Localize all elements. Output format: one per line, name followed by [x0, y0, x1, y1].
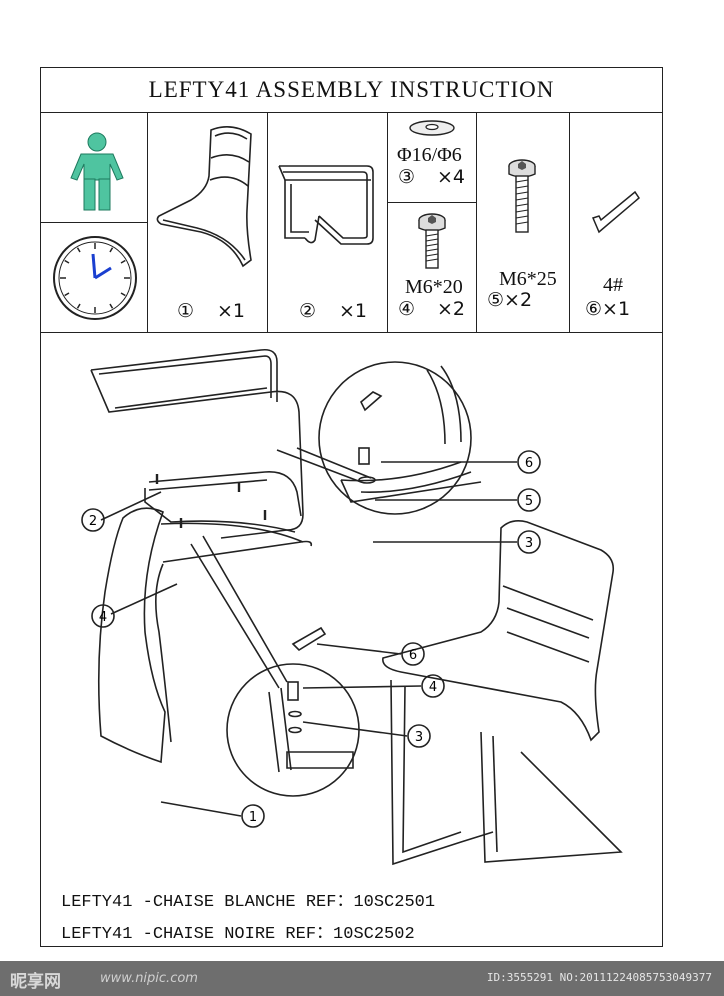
part1-number: ① — [177, 300, 195, 322]
reference-black: LEFTY41 -CHAISE NOIRE REF：10SC2502 — [61, 925, 415, 944]
part5-spec: M6*25 — [499, 268, 557, 290]
callout-label: 6 — [525, 456, 533, 471]
assembly-diagram: 6 5 3 2 4 6 4 3 1 — [81, 348, 623, 866]
seat-shell-image — [156, 126, 252, 268]
bolt-long-icon — [508, 159, 536, 233]
instruction-sheet: LEFTY41 ASSEMBLY INSTRUCTION — [40, 67, 663, 947]
person-icon — [70, 132, 124, 211]
parts-table: ① ×1 ② ×1 Φ16/Φ6 ③ ×4 M6*20 ④ ×2 M6*25 ⑤… — [41, 112, 662, 333]
part2-quantity: ×1 — [339, 300, 368, 322]
detail-circle-top — [318, 361, 472, 515]
callout-label: 6 — [409, 648, 417, 663]
callout-label: 3 — [415, 730, 423, 745]
seat-shell-exploded — [97, 507, 166, 764]
part4-quantity: ×2 — [437, 298, 466, 320]
part4-spec: M6*20 — [405, 276, 463, 298]
watermark-brand: 昵享网 — [10, 972, 61, 992]
part3-quantity: ×4 — [437, 166, 466, 188]
part6-spec: 4# — [603, 274, 623, 296]
bolt-short-icon — [418, 213, 446, 269]
washer-icon — [409, 120, 455, 136]
callout-label: 4 — [429, 680, 437, 695]
chair-frame-image — [278, 165, 374, 245]
page-title: LEFTY41 ASSEMBLY INSTRUCTION — [41, 68, 662, 113]
reference-white: LEFTY41 -CHAISE BLANCHE REF：10SC2501 — [61, 893, 436, 912]
clock-icon — [53, 236, 137, 320]
frame-exploded — [90, 348, 304, 539]
watermark-url: www.nipic.com — [100, 971, 198, 986]
part6-number-quantity: ⑥×1 — [585, 298, 631, 320]
assembled-chair — [382, 520, 615, 742]
callout-label: 1 — [249, 810, 257, 825]
part3-spec: Φ16/Φ6 — [397, 144, 462, 166]
part3-number: ③ — [398, 166, 416, 188]
part2-number: ② — [299, 300, 317, 322]
callout-label: 5 — [525, 494, 533, 509]
part4-number: ④ — [398, 298, 416, 320]
hex-key-icon — [591, 190, 640, 234]
watermark-bar: 昵享网 www.nipic.com ID:3555291 NO:20111224… — [0, 961, 724, 996]
part5-number-quantity: ⑤×2 — [487, 289, 533, 311]
callout-label: 4 — [99, 610, 107, 625]
part1-quantity: ×1 — [217, 300, 246, 322]
callout-label: 3 — [525, 536, 533, 551]
detail-circle-bottom — [226, 663, 360, 797]
watermark-id: ID:3555291 NO:20111224085753049377 — [486, 971, 712, 984]
callout-label: 2 — [89, 514, 97, 529]
